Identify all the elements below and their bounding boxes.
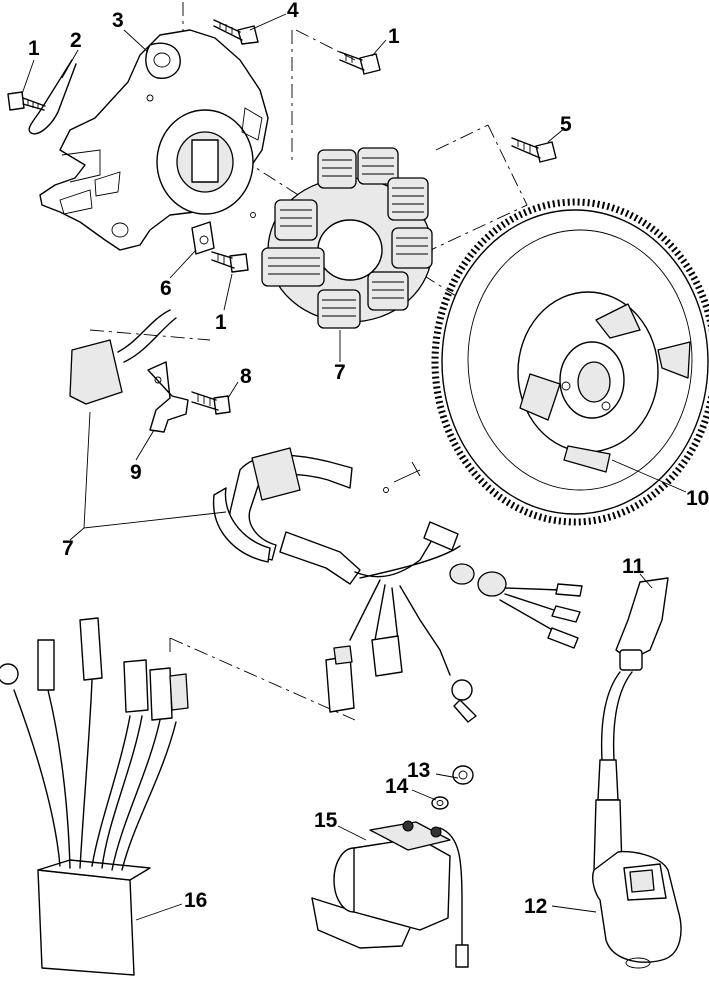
callout-5: 5 [560,113,572,136]
callout-16: 16 [184,889,208,912]
regulator [0,617,189,976]
flywheel [431,198,709,526]
callout-6: 6 [160,277,172,300]
cotter-pin [28,59,77,135]
callout-4: 4 [287,0,299,22]
callout-2: 2 [70,29,82,52]
callout-1c: 1 [215,311,227,334]
callout-1a: 1 [28,37,40,60]
coil-bracket [147,361,189,433]
wire-clip [191,221,215,255]
callout-11: 11 [622,555,645,578]
ignition-coil [591,577,682,969]
callout-3: 3 [112,9,124,32]
stator-coil [261,147,433,329]
stator-plate [39,29,269,251]
screw-5 [511,137,557,163]
callout-1b: 1 [388,25,400,48]
screw-1b [339,51,381,75]
callout-15: 15 [314,809,338,832]
callout-12: 12 [524,895,548,918]
callout-9: 9 [130,461,142,484]
wiring-harness [212,447,583,723]
callout-7b: 7 [62,537,74,560]
leader-lines [21,13,687,921]
solenoid [311,765,474,968]
screw-8 [191,391,231,415]
screw-1c [211,251,249,273]
screw-1a [7,91,46,111]
pickup-coil [69,309,177,405]
callout-7a: 7 [334,361,346,384]
callout-10: 10 [686,487,709,510]
callout-14: 14 [385,775,409,798]
callout-8: 8 [240,365,252,388]
screw-4 [213,19,259,45]
callout-13: 13 [407,759,431,782]
